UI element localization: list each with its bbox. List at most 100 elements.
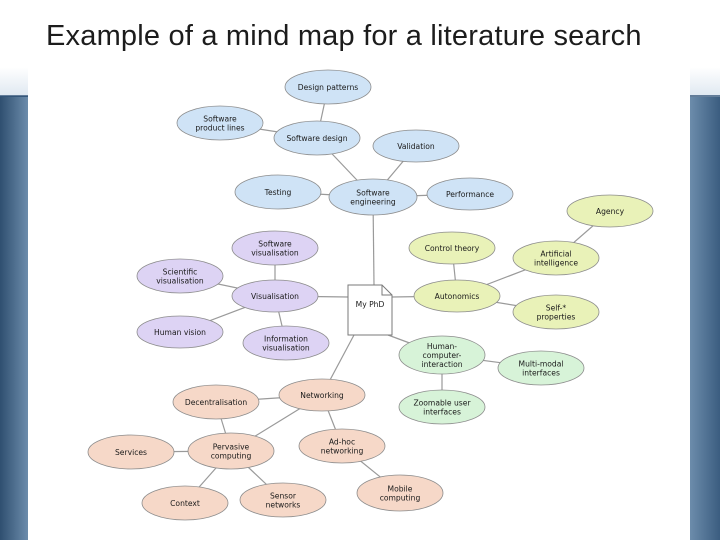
node-bubble <box>278 378 366 412</box>
node-label: Networking <box>300 391 344 400</box>
node-bubble <box>512 240 600 276</box>
node-label: Multi-modal <box>519 359 564 368</box>
node-label: Information <box>264 334 308 343</box>
document-icon <box>347 284 393 336</box>
node-bubble <box>231 230 319 266</box>
node-label: Software <box>203 114 237 123</box>
node-label: Services <box>115 448 147 457</box>
node-bubble <box>512 294 600 330</box>
node-label: Autonomics <box>435 292 480 301</box>
node-bubble <box>398 389 486 425</box>
node-label: visualisation <box>251 248 299 257</box>
node-self-properties: Self-*properties <box>512 294 600 330</box>
node-performance: Performance <box>426 177 514 211</box>
node-bubble <box>136 315 224 349</box>
node-label: Visualisation <box>251 292 299 301</box>
node-bubble <box>413 279 501 313</box>
node-bubble <box>398 335 486 375</box>
node-label: Decentralisation <box>185 398 247 407</box>
node-label: computer- <box>423 351 462 360</box>
node-label: interfaces <box>522 368 560 377</box>
left-backdrop <box>0 97 28 540</box>
center-label: My PhD <box>356 300 385 309</box>
node-bubble <box>242 325 330 361</box>
node-label: Testing <box>264 188 292 197</box>
node-label: engineering <box>350 197 396 206</box>
node-visualisation: Visualisation <box>231 279 319 313</box>
branch-visualisation: SoftwarevisualisationScientificvisualisa… <box>136 230 330 361</box>
node-label: interfaces <box>423 407 461 416</box>
node-label: Software <box>258 239 292 248</box>
node-design-patterns: Design patterns <box>284 69 372 105</box>
node-agency: Agency <box>566 194 654 228</box>
node-label: intelligence <box>534 258 578 267</box>
node-decentralisation: Decentralisation <box>172 384 260 420</box>
node-bubble <box>328 178 418 216</box>
node-bubble <box>408 231 496 265</box>
node-label: Human vision <box>154 328 206 337</box>
node-label: computing <box>211 451 252 460</box>
node-bubble <box>497 350 585 386</box>
node-label: Artificial <box>540 249 571 258</box>
center-document: My PhD <box>347 284 393 336</box>
node-label: Mobile <box>388 484 413 493</box>
node-label: Agency <box>596 207 625 216</box>
node-label: Software <box>356 188 390 197</box>
node-bubble <box>298 428 386 464</box>
node-label: Control theory <box>425 244 480 253</box>
node-label: Zoomable user <box>413 398 471 407</box>
node-label: networking <box>321 446 364 455</box>
node-software-design: Software design <box>273 120 361 156</box>
node-bubble <box>239 482 327 518</box>
node-bubble <box>172 384 260 420</box>
node-label: Design patterns <box>298 83 359 92</box>
node-label: computing <box>380 493 421 502</box>
node-label: Context <box>170 499 200 508</box>
node-label: interaction <box>421 360 462 369</box>
node-autonomics: Autonomics <box>413 279 501 313</box>
node-label: properties <box>537 312 576 321</box>
node-label: Scientific <box>163 267 198 276</box>
node-bubble <box>187 432 275 470</box>
node-services: Services <box>87 434 175 470</box>
node-label: product lines <box>195 123 244 132</box>
node-label: Human- <box>427 342 457 351</box>
node-label: Validation <box>397 142 435 151</box>
node-networking: Networking <box>278 378 366 412</box>
node-label: Pervasive <box>213 442 250 451</box>
node-label: visualisation <box>156 276 204 285</box>
node-bubble <box>273 120 361 156</box>
node-label: visualisation <box>262 343 310 352</box>
node-context: Context <box>141 485 229 521</box>
node-bubble <box>141 485 229 521</box>
node-label: Software design <box>286 134 347 143</box>
node-bubble <box>136 258 224 294</box>
node-label: Sensor <box>270 491 297 500</box>
node-testing: Testing <box>234 174 322 210</box>
node-bubble <box>234 174 322 210</box>
node-bubble <box>372 129 460 163</box>
node-bubble <box>356 474 444 512</box>
slide-title: Example of a mind map for a literature s… <box>46 20 642 52</box>
node-bubble <box>284 69 372 105</box>
right-backdrop <box>690 97 720 540</box>
node-human-computer-interaction: Human-computer-interaction <box>398 335 486 375</box>
node-bubble <box>176 105 264 141</box>
